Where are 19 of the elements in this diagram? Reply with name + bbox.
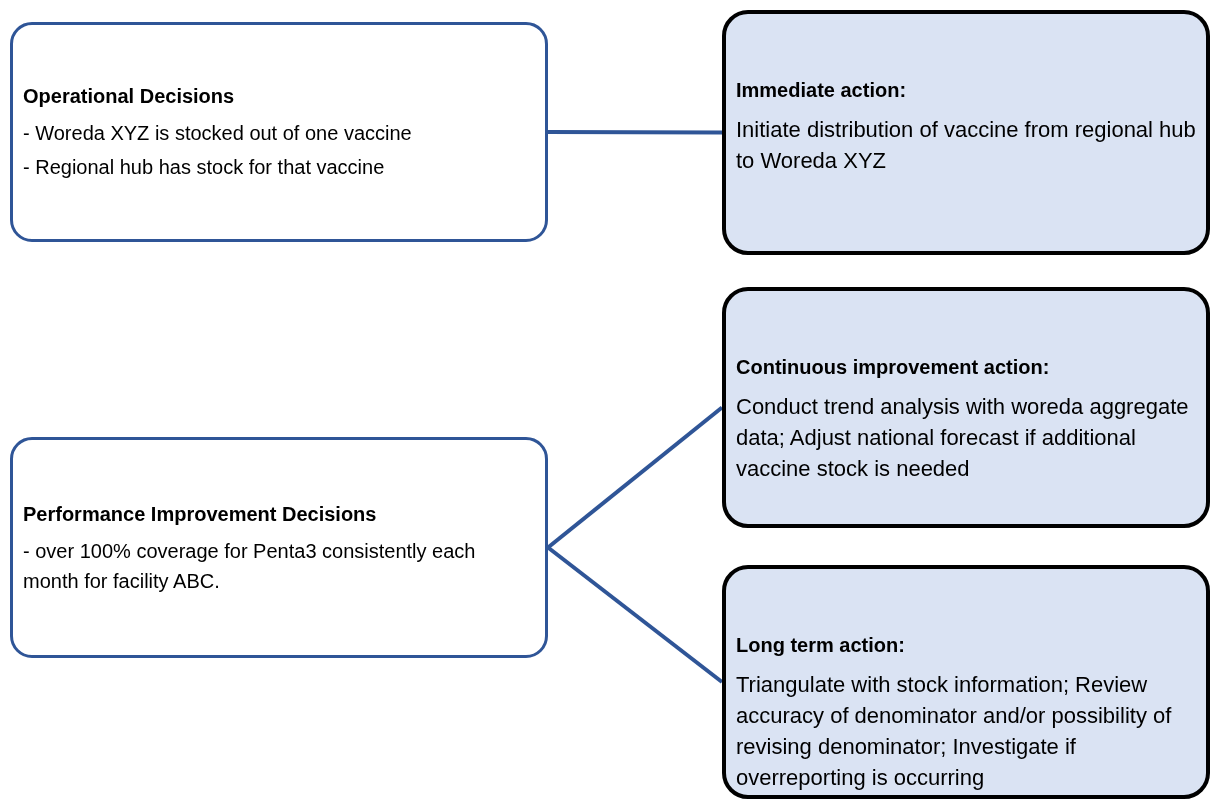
box-heading: Long term action: bbox=[736, 633, 906, 658]
box-heading: Performance Improvement Decisions bbox=[23, 501, 378, 527]
connector-line bbox=[548, 130, 722, 135]
action-box bbox=[722, 287, 1210, 528]
connector-line bbox=[546, 545, 724, 684]
decision-box bbox=[10, 22, 548, 242]
box-text: - Regional hub has stock for that vaccine bbox=[23, 155, 386, 180]
box-text: Initiate distribution of vaccine from regional hub to Woreda XYZ bbox=[736, 116, 1196, 175]
box-text: - over 100% coverage for Penta3 consistently each month for facility ABC. bbox=[23, 538, 477, 594]
action-box bbox=[722, 10, 1210, 255]
action-box bbox=[722, 565, 1210, 799]
box-text: Conduct trend analysis with woreda aggregate data; Adjust national forecast if additional vaccine stock is needed bbox=[736, 393, 1190, 483]
box-heading: Immediate action: bbox=[736, 78, 908, 103]
box-heading: Continuous improvement action: bbox=[736, 355, 1051, 380]
box-text: Triangulate with stock information; Review accuracy of denominator and/or possibility of revising denominator; Investigate if overreporting is occurring bbox=[736, 671, 1173, 792]
connector-line bbox=[546, 405, 724, 550]
decision-box bbox=[10, 437, 548, 658]
box-heading: Operational Decisions bbox=[23, 84, 236, 109]
box-text: - Woreda XYZ is stocked out of one vaccine bbox=[23, 121, 413, 146]
